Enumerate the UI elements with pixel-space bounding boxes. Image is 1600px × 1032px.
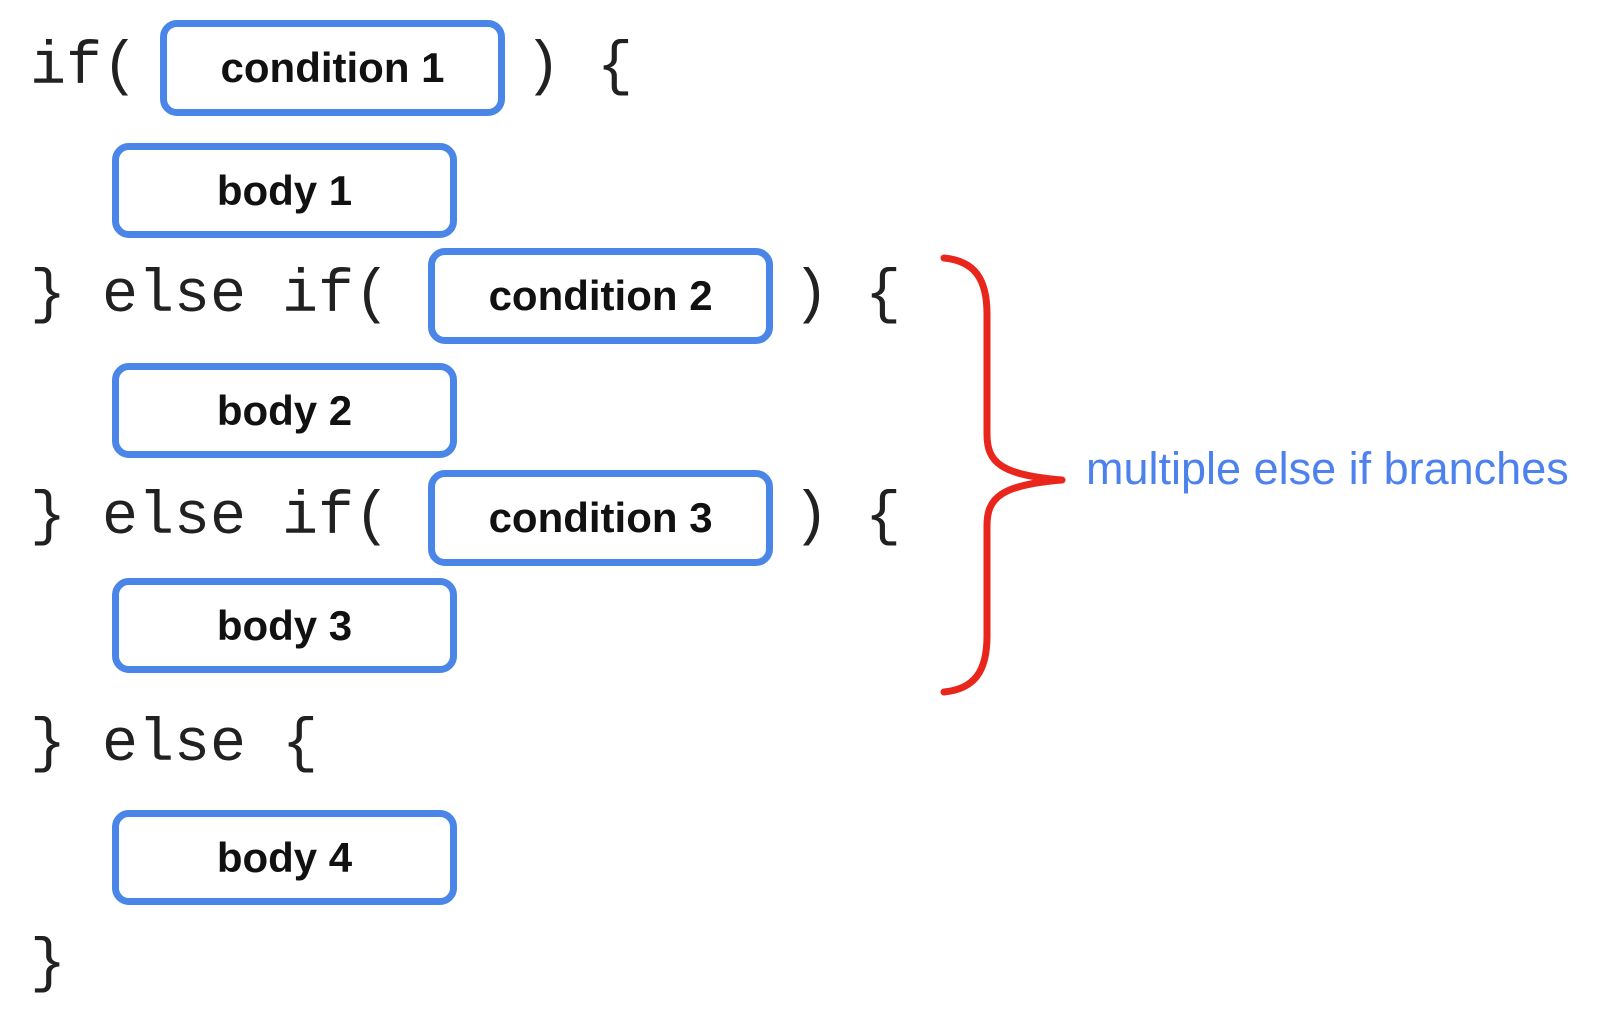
code-elseif-2-prefix: } else if( xyxy=(30,262,391,330)
body-2-label: body 2 xyxy=(216,386,353,434)
body-1-box: body 1 xyxy=(112,143,457,238)
code-elseif-3-suffix: ) { xyxy=(793,484,902,552)
red-curly-brace-icon xyxy=(940,254,1066,696)
body-3-label: body 3 xyxy=(216,601,353,649)
condition-1-box: condition 1 xyxy=(160,20,506,116)
body-2-box: body 2 xyxy=(112,363,457,458)
code-line-closing-brace: } xyxy=(0,931,67,999)
code-closing-brace: } xyxy=(30,931,67,999)
code-line-elseif-3: } else if( condition 3 ) { xyxy=(0,470,901,566)
code-line-if: if( condition 1 ) { xyxy=(0,20,633,116)
body-4-box: body 4 xyxy=(112,810,457,905)
code-if-prefix: if( xyxy=(30,34,139,102)
annotation-multiple-else-if: multiple else if branches xyxy=(1086,443,1569,494)
code-line-elseif-2: } else if( condition 2 ) { xyxy=(0,248,901,344)
body-3-box: body 3 xyxy=(112,578,457,673)
code-if-suffix: ) { xyxy=(525,34,634,102)
condition-3-label: condition 3 xyxy=(488,494,713,541)
code-elseif-2-suffix: ) { xyxy=(793,262,902,330)
body-4-label: body 4 xyxy=(216,833,353,881)
code-elseif-3-prefix: } else if( xyxy=(30,484,391,552)
condition-2-label: condition 2 xyxy=(488,272,713,319)
body-1-label: body 1 xyxy=(216,166,353,214)
condition-1-label: condition 1 xyxy=(220,44,445,91)
code-line-else: } else { xyxy=(0,711,319,779)
code-else-text: } else { xyxy=(30,711,319,779)
condition-3-box: condition 3 xyxy=(428,470,774,566)
condition-2-box: condition 2 xyxy=(428,248,774,344)
